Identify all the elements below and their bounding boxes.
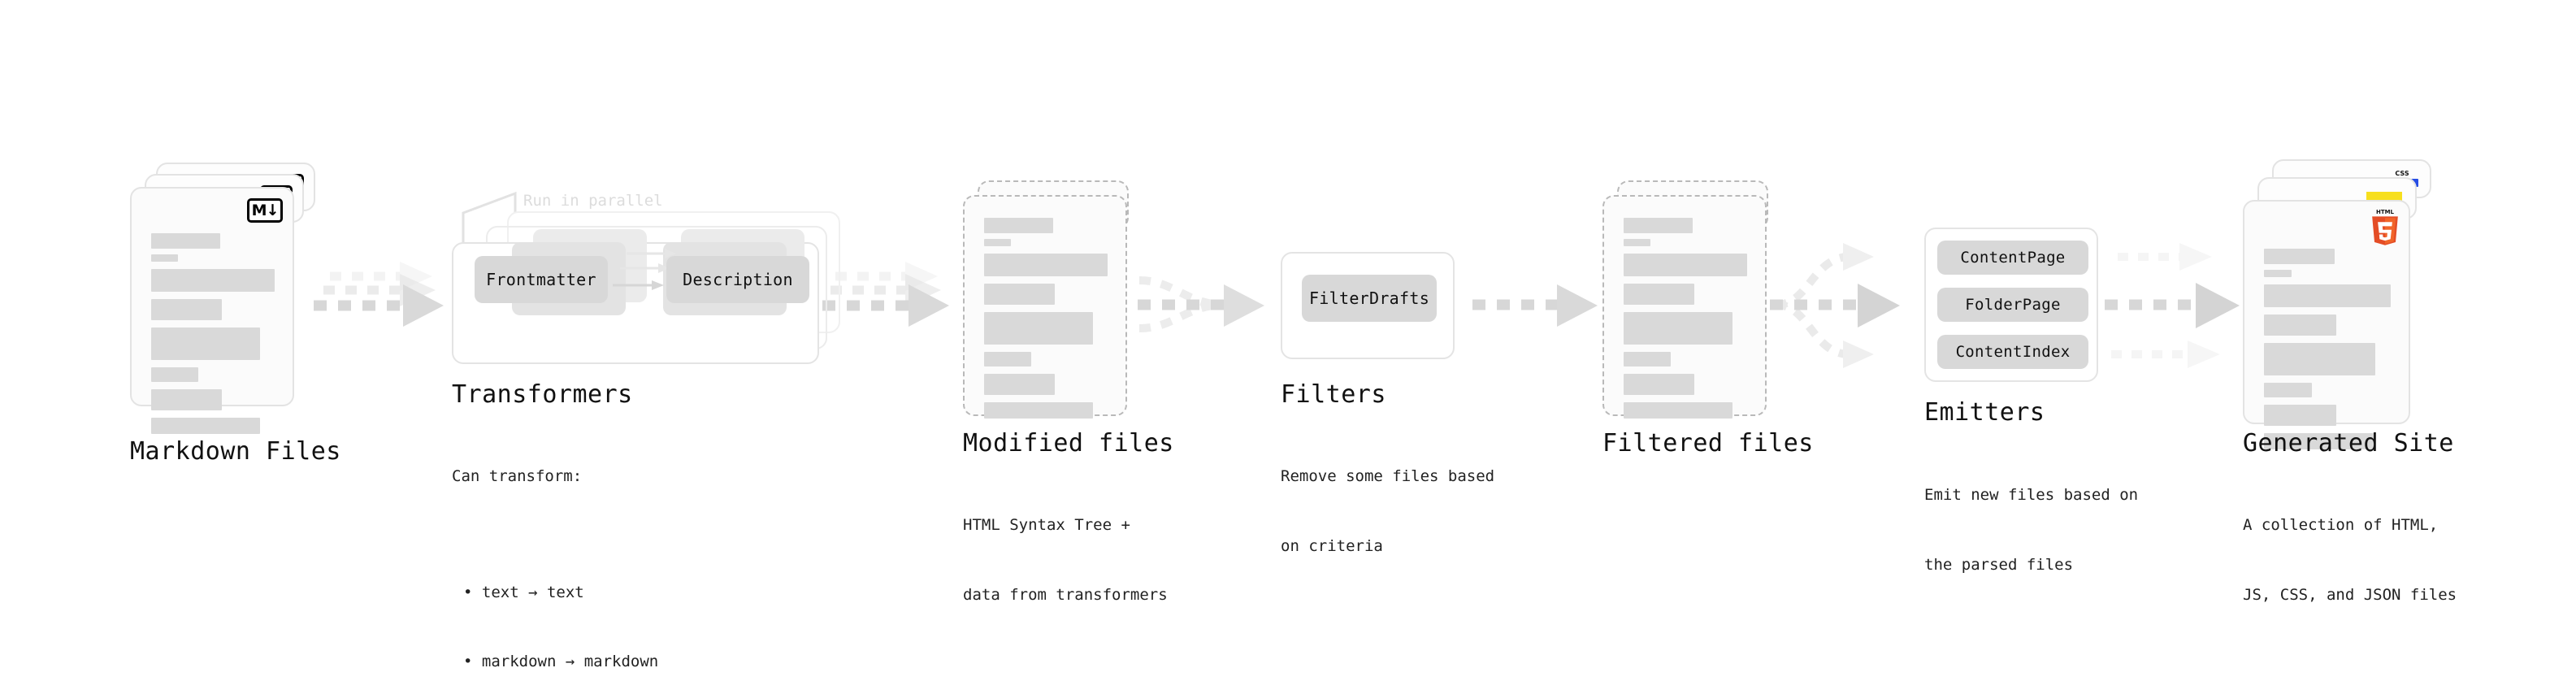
emitters-subtitle-line: Emit new files based on	[1924, 486, 2139, 504]
filters-subtitle-line: on criteria	[1281, 536, 1383, 555]
transformers-group: Frontmatter Description	[452, 203, 842, 366]
transformer-pill-frontmatter[interactable]: Frontmatter	[475, 256, 608, 303]
generated-site-subtitle-line: A collection of HTML,	[2243, 516, 2439, 534]
emitters-box: ContentPage FolderPage ContentIndex	[1924, 228, 2098, 382]
emitter-pill-contentindex[interactable]: ContentIndex	[1937, 335, 2088, 369]
filters-subtitle-line: Remove some files based	[1281, 467, 1495, 485]
html5-icon: HTML	[2370, 208, 2400, 245]
modified-files-subtitle: HTML Syntax Tree + data from transformer…	[963, 467, 1168, 653]
generated-site-card-stack: CSS HTML	[2243, 159, 2446, 449]
filters-subtitle: Remove some files based on criteria	[1281, 419, 1494, 604]
generated-placeholder-lines	[2264, 249, 2391, 457]
markdown-files-card-stack: M↓ M↓ M↓	[130, 163, 325, 434]
modified-files-subtitle-line: HTML Syntax Tree +	[963, 516, 1130, 534]
arrow-filters-to-filtered	[1472, 284, 1598, 327]
generated-site-title: Generated Site	[2243, 429, 2454, 458]
emitters-title: Emitters	[1924, 398, 2045, 427]
generated-card-front: HTML	[2243, 200, 2410, 449]
emitter-pill-contentpage[interactable]: ContentPage	[1937, 241, 2088, 275]
run-in-parallel-label: Run in parallel	[523, 192, 663, 210]
filters-box: FilterDrafts	[1281, 252, 1455, 359]
generated-site-subtitle-line: JS, CSS, and JSON files	[2243, 585, 2457, 604]
filtered-files-card-stack	[1602, 180, 1789, 440]
transformers-capability-item: • text → text	[463, 583, 584, 601]
modified-files-subtitle-line: data from transformers	[963, 585, 1168, 604]
arrow-emitters-to-site	[2105, 243, 2240, 368]
filtered-placeholder-lines	[1624, 218, 1747, 426]
transformers-subtitle-heading: Can transform:	[452, 467, 583, 485]
transformers-title: Transformers	[452, 380, 633, 409]
modified-files-card-stack	[963, 180, 1150, 440]
filtered-files-title: Filtered files	[1602, 429, 1814, 458]
filtered-card-front	[1602, 195, 1767, 419]
generated-site-subtitle: A collection of HTML, JS, CSS, and JSON …	[2243, 467, 2457, 653]
arrow-modified-to-filters	[1138, 276, 1264, 332]
emitters-subtitle: Emit new files based on the parsed files	[1924, 437, 2138, 622]
transformers-capability-item: • markdown → markdown	[463, 653, 659, 670]
filter-pill-filterdrafts[interactable]: FilterDrafts	[1302, 275, 1437, 322]
transformers-subtitle: Can transform: • text → text • markdown …	[452, 419, 658, 681]
arrow-filtered-to-emitters	[1770, 243, 1900, 368]
markdown-placeholder-lines	[151, 233, 275, 441]
transformer-pill-description[interactable]: Description	[666, 256, 809, 303]
modified-placeholder-lines	[984, 218, 1108, 426]
modified-card-front	[963, 195, 1127, 419]
emitter-pill-folderpage[interactable]: FolderPage	[1937, 288, 2088, 322]
modified-files-title: Modified files	[963, 429, 1174, 458]
markdown-card-front: M↓	[130, 187, 294, 434]
emitters-subtitle-line: the parsed files	[1924, 555, 2074, 574]
css-badge-label: CSS	[2395, 170, 2409, 177]
transformer-inner-arrows	[613, 249, 676, 290]
markdown-files-title: Markdown Files	[130, 437, 341, 466]
markdown-badge: M↓	[247, 198, 283, 223]
filters-title: Filters	[1281, 380, 1386, 409]
arrow-markdown-to-transformers	[314, 262, 444, 327]
transformers-capability-list: • text → text • markdown → markdown • ht…	[452, 535, 658, 681]
svg-text:HTML: HTML	[2376, 209, 2394, 215]
